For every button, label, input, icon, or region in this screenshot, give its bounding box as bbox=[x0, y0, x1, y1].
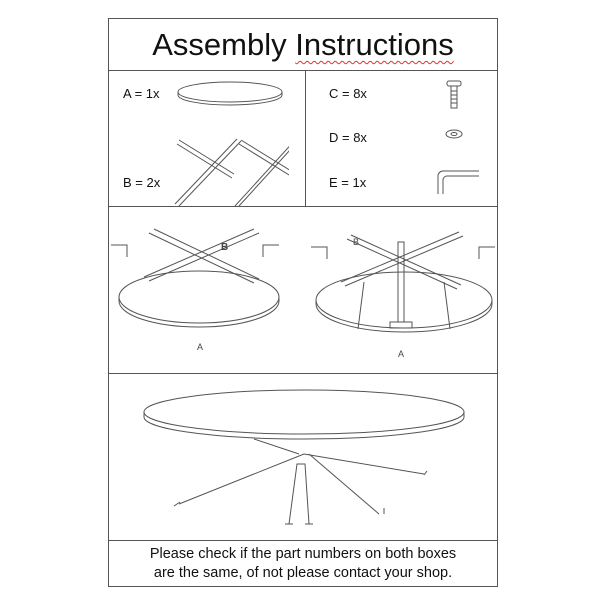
part-label-a: A = 1x bbox=[123, 86, 160, 101]
washer-icon bbox=[445, 129, 463, 139]
part-label-b: B = 2x bbox=[123, 175, 161, 190]
step-2-diagram: B A bbox=[311, 231, 495, 359]
label-b: B bbox=[353, 237, 359, 247]
title-word: Assembly bbox=[152, 27, 287, 62]
step-1-diagram: B A bbox=[111, 228, 280, 352]
step-diagrams: B A B A bbox=[111, 228, 495, 359]
part-label-c: C = 8x bbox=[329, 86, 367, 101]
tabletop-icon bbox=[177, 81, 283, 106]
screw-icon bbox=[446, 80, 462, 109]
label-b: B bbox=[221, 242, 228, 253]
note: Please check if the part numbers on both… bbox=[109, 541, 497, 586]
label-a: A bbox=[398, 349, 404, 359]
parts-list: A = 1x B = 2x C = 8x D = 8x E = 1x bbox=[109, 71, 497, 207]
instruction-sheet: Assembly Instructions A = 1x B = 2x C = … bbox=[108, 18, 498, 587]
note-line: are the same, of not please contact your… bbox=[153, 565, 453, 581]
page-title: Assembly Instructions bbox=[109, 19, 497, 71]
divider bbox=[305, 71, 306, 206]
part-label-e: E = 1x bbox=[329, 175, 367, 190]
allen-key-icon bbox=[437, 170, 479, 194]
assembled-table-drawing bbox=[109, 374, 497, 541]
note-line: Please check if the part numbers on both… bbox=[149, 546, 457, 562]
cross-leg-icon bbox=[174, 138, 289, 206]
part-label-d: D = 8x bbox=[329, 130, 367, 145]
assembled-table-icon bbox=[143, 389, 465, 525]
title-word: Instructions bbox=[295, 27, 454, 62]
assembly-steps: B A B A bbox=[109, 207, 497, 374]
label-a: A bbox=[197, 342, 203, 352]
